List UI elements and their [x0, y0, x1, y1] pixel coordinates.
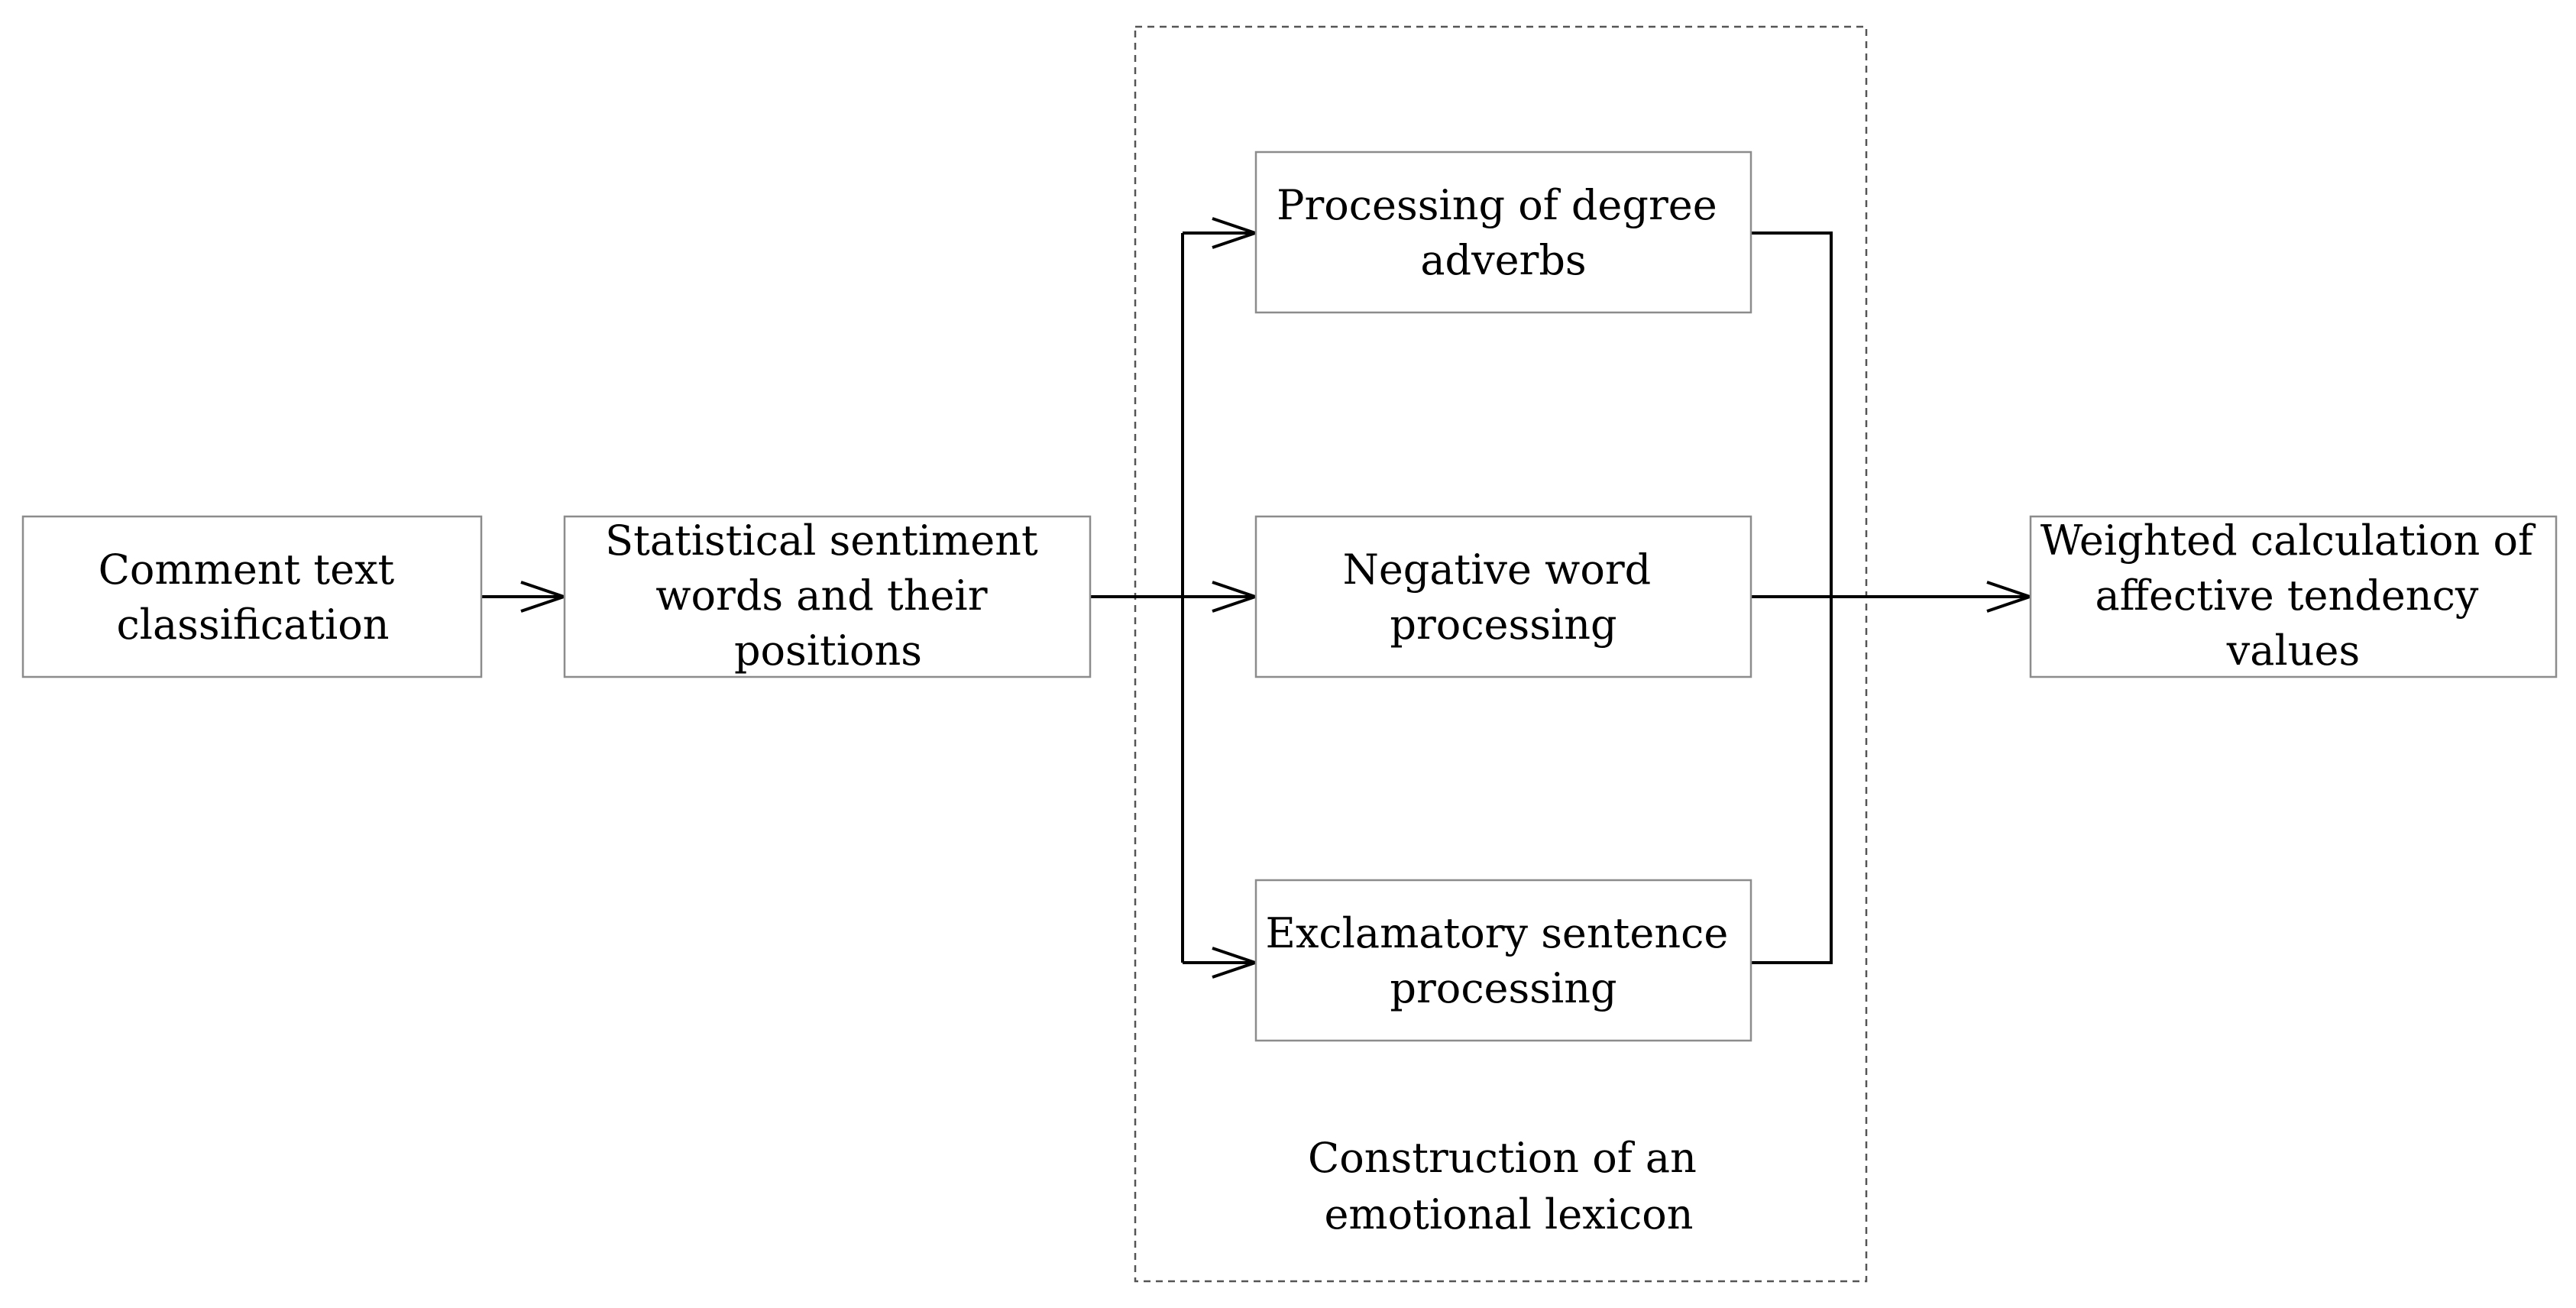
weighted-calc-line-2: affective tendency	[2095, 571, 2478, 620]
svg-text:Comment text classificat: Comment text classification	[99, 546, 408, 649]
statistical-sentiment-line-1: Statistical sentiment	[605, 516, 1038, 565]
svg-text:Statistical sentiment wo: Statistical sentiment words and their po…	[605, 516, 1051, 675]
statistical-sentiment-box: Statistical sentiment words and their po…	[563, 515, 1092, 678]
comment-text-line-2: classification	[116, 601, 389, 649]
group-caption-line-1: Construction of an	[1308, 1134, 1697, 1182]
degree-adverbs-box: Processing of degree adverbs	[1254, 151, 1752, 314]
svg-text:Processing of degree adv: Processing of degree adverbs	[1277, 181, 1730, 284]
connectors	[481, 231, 2030, 964]
statistical-sentiment-line-2: words and their	[655, 571, 987, 620]
negative-word-box: Negative word processing	[1254, 515, 1752, 678]
weighted-calculation-box: Weighted calculation of affective tenden…	[2029, 515, 2558, 678]
comment-text-classification-box: Comment text classification	[21, 515, 483, 678]
statistical-sentiment-line-3: positions	[734, 626, 922, 675]
exclamatory-line-2: processing	[1390, 964, 1616, 1012]
weighted-calc-line-1: Weighted calculation of	[2040, 516, 2536, 565]
degree-adverbs-line-1: Processing of degree	[1277, 181, 1717, 229]
degree-adverbs-line-2: adverbs	[1420, 236, 1586, 284]
emotional-lexicon-caption: Construction of an emotional lexicon	[1308, 1134, 1710, 1238]
negative-word-line-2: processing	[1390, 601, 1616, 649]
exclamatory-sentence-box: Exclamatory sentence processing	[1254, 879, 1752, 1042]
svg-text:Weighted calculation of: Weighted calculation of affective tenden…	[2040, 516, 2546, 675]
comment-text-line-1: Comment text	[99, 546, 395, 594]
group-caption-line-2: emotional lexicon	[1324, 1190, 1693, 1238]
svg-text:Exclamatory sentence pro: Exclamatory sentence processing	[1266, 909, 1742, 1012]
negative-word-line-1: Negative word	[1343, 546, 1652, 594]
emotional-lexicon-group-frame	[1134, 25, 1868, 1283]
svg-text:Negative word processing: Negative word processing	[1343, 546, 1665, 649]
exclamatory-line-1: Exclamatory sentence	[1266, 909, 1729, 957]
weighted-calc-line-3: values	[2226, 626, 2360, 675]
